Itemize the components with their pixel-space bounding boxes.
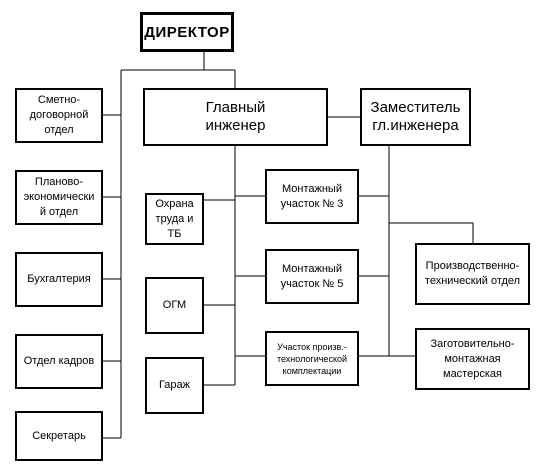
connector-deputy-ptd: [389, 222, 474, 243]
labor-safety-label: Охрана труда и ТБ: [155, 197, 194, 240]
assembly-site-5-label: Монтажный участок № 5: [280, 262, 344, 290]
ogm-box: ОГМ: [145, 277, 204, 334]
accounting-label: Бухгалтерия: [27, 273, 91, 285]
secretary-box: Секретарь: [15, 411, 103, 461]
procurement-workshop-label: Заготовительно- монтажная мастерская: [430, 337, 515, 380]
production-site-label: Участок произв.- технологической комплек…: [276, 341, 348, 376]
assembly-site-5-box: Монтажный участок № 5: [265, 249, 359, 304]
assembly-site-3-label: Монтажный участок № 3: [280, 182, 344, 210]
estimate-contract-dept-label: Сметно- договорной отдел: [29, 94, 89, 136]
estimate-contract-dept-box: Сметно- договорной отдел: [15, 88, 103, 143]
director-label: ДИРЕКТОР: [144, 23, 230, 41]
assembly-site-3-box: Монтажный участок № 3: [265, 169, 359, 224]
secretary-label: Секретарь: [32, 429, 86, 442]
garage-box: Гараж: [145, 357, 204, 414]
deputy-chief-engineer-box: Заместитель гл.инженера: [360, 88, 471, 146]
planning-economic-dept-box: Планово- экономически й отдел: [15, 170, 103, 225]
production-technical-dept-label: Производственно- технический отдел: [424, 260, 521, 287]
garage-label: Гараж: [158, 379, 191, 391]
procurement-workshop-box: Заготовительно- монтажная мастерская: [415, 328, 530, 390]
deputy-chief-engineer-label: Заместитель гл.инженера: [370, 99, 461, 134]
hr-dept-label: Отдел кадров: [23, 355, 95, 367]
director-box: ДИРЕКТОР: [140, 12, 234, 52]
production-site-box: Участок произв.- технологической комплек…: [265, 331, 359, 386]
production-technical-dept-box: Производственно- технический отдел: [415, 243, 530, 305]
chief-engineer-box: Главный инженер: [143, 88, 328, 146]
hr-dept-box: Отдел кадров: [15, 334, 103, 389]
labor-safety-box: Охрана труда и ТБ: [145, 193, 204, 245]
chief-engineer-label: Главный инженер: [205, 99, 266, 134]
ogm-label: ОГМ: [162, 299, 187, 311]
accounting-box: Бухгалтерия: [15, 252, 103, 307]
planning-economic-dept-label: Планово- экономически й отдел: [23, 176, 95, 218]
